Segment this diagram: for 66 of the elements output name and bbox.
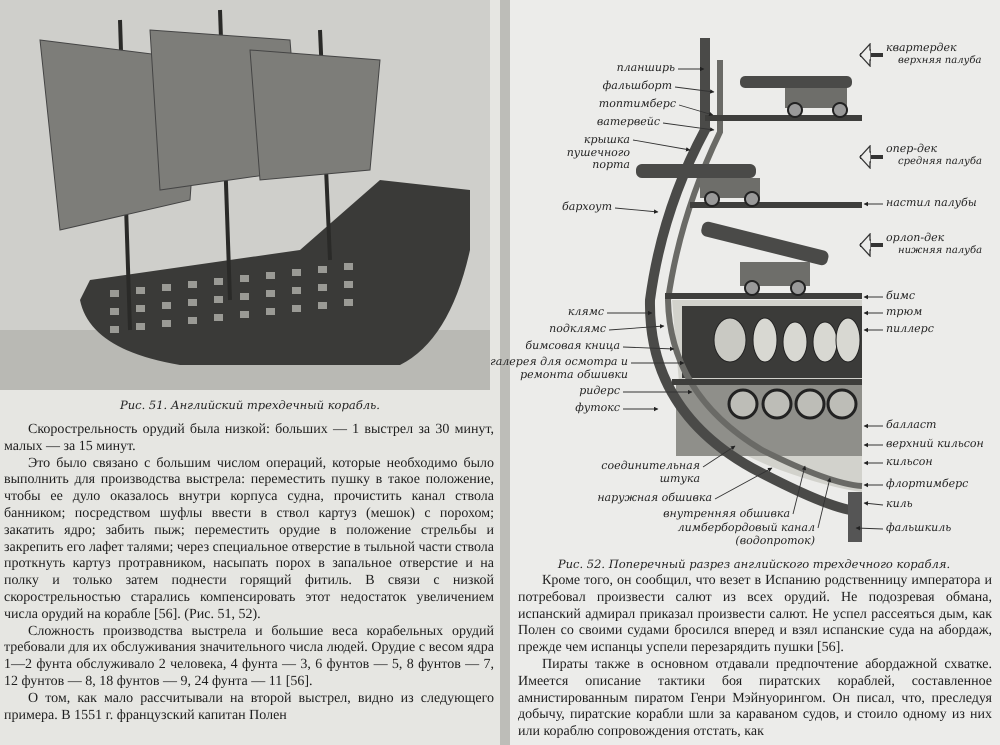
part-label: балласт [886, 419, 936, 432]
leader-line [864, 202, 884, 206]
part-sublabel: средняя палуба [897, 156, 982, 166]
part-label: настил палубы [886, 197, 977, 210]
part-label: крышка пушечного порта [566, 134, 630, 172]
body-paragraph: Кроме того, он сообщил, что везет в Испанию родственницу императора и потребовал произвести салют из всех орудий. Не подозревая обмана, испанский адмирал приказал произвести салют. Не успел рассеяться дым, как Полен со своими судами бросился вперед и взял испанские суда на абордаж, прежде чем испанцы успели перезарядить пушки [56]. [518, 573, 992, 657]
part-label: бимсовая кница [525, 340, 620, 352]
part-label: наружная обшивка [597, 492, 712, 504]
part-label: клямс [568, 306, 604, 318]
leader-line [864, 482, 884, 488]
part-label: подклямс [549, 323, 606, 336]
body-paragraph: Это было связано с большим числом операций, которые необходимо было выполнить для производства выстрела: переместить пушку в такое положение, чтобы ее дуло оказалось внутри корпуса судна, прочистить канал ствола банником; посредством шуфлы ввести в ствол картуз (мешок) с порохом; закатить ядро; забить пыж; переместить орудие в положение стрельбы и закрепить его лафет талями; через специальное отверстие в тыльной части ствола проткнуть картуз протравником, насыпать порох в запальное отверстие и на полку и только затем поднести горящий фитиль. В связи с низкой скорострельностью старались компенсировать этот недостаток увеличением числа орудий на корабле [56]. (Рис. 51, 52). [4, 456, 494, 624]
figure-caption: Рис. 52. Поперечный разрез английского трехдечного корабля. [556, 557, 952, 571]
part-label: ридерс [579, 385, 620, 398]
part-label: трюм [886, 306, 922, 318]
part-label: галерея для осмотра и ремонта обшивки [489, 356, 628, 381]
leader-line [614, 208, 658, 214]
leader-line [622, 390, 692, 394]
figure-caption: Рис. 51. Английский трехдечный корабль. [118, 398, 381, 412]
part-label: планширь [616, 62, 675, 74]
leader-line [632, 140, 690, 152]
leader-line [678, 104, 714, 116]
leader-line [622, 406, 658, 412]
leader-line [662, 122, 714, 132]
body-paragraph: Пираты также в основном отдавали предпочтение абордажной схватке. Имеется описание тактики боя пиратских кораблей, составленное амнистированным пиратом Генри Мэйнуорингом. Он писал, что, преследуя добычу, пиратские корабли шли за караваном судов, и стоило одному из них или кораблю сопровождения отстать, как [518, 656, 992, 741]
leader-line [864, 442, 884, 448]
part-label: соединительная штука [600, 460, 700, 485]
leader-line [630, 360, 684, 366]
leader-line [622, 346, 674, 352]
part-label: лимбербордовый канал (водопроток) [676, 522, 815, 547]
part-sublabel: верхняя палуба [897, 54, 982, 66]
part-label: фальшкиль [886, 522, 952, 534]
part-label: флортимберс [886, 478, 968, 490]
part-label: футокс [575, 402, 620, 414]
leader-line [864, 328, 884, 332]
part-label: орлоп-дек [886, 232, 946, 244]
part-label: верхний кильсон [886, 438, 984, 450]
part-label: пиллерс [886, 323, 934, 336]
leader-line [864, 310, 884, 316]
part-sublabel: нижняя палуба [897, 244, 982, 256]
leader-line [856, 526, 884, 530]
body-paragraph: Сложность производства выстрела и большие веса корабельных орудий требовали для их обслуживания значительного числа людей. Орудие с весом ядра 1—2 фунта обслуживало 2 человека, 4 фунта — 3, 6 фунтов — 5, 8 фунтов — 7, 12 фунтов — 8, 18 фунтов — 9, 24 фунта — 11 [56]. [4, 624, 494, 691]
leader-line [864, 460, 884, 466]
part-label: кильсон [886, 456, 933, 468]
leader-line [864, 501, 884, 506]
leader-line [674, 86, 714, 94]
part-label: внутренняя обшивка [663, 508, 790, 520]
leader-line [864, 294, 884, 300]
leader-line [608, 324, 664, 330]
part-label: квартердек [886, 42, 958, 54]
part-label: опер-дек [886, 143, 938, 156]
body-paragraph: О том, как мало рассчитывали на второй выстрел, видно из следующего примера. В 1551 г. французский капитан Полен [4, 690, 494, 724]
leader-line [864, 424, 884, 428]
leader-line [606, 310, 652, 316]
part-label: киль [886, 498, 913, 510]
leader-line [792, 466, 806, 514]
body-paragraph: Скорострельность орудий была низкой: больших — 1 выстрел за 30 минут, малых — за 15 минут. [4, 422, 494, 456]
leader-line [818, 478, 832, 528]
part-label: ватервейс [596, 116, 660, 128]
leader-line [714, 468, 772, 500]
leader-line [678, 66, 704, 72]
leader-line [702, 446, 736, 468]
part-label: бимс [886, 290, 916, 302]
part-label: фальшборт [602, 80, 672, 92]
part-label: топтимберс [598, 98, 676, 110]
part-label: бархоут [562, 201, 612, 214]
